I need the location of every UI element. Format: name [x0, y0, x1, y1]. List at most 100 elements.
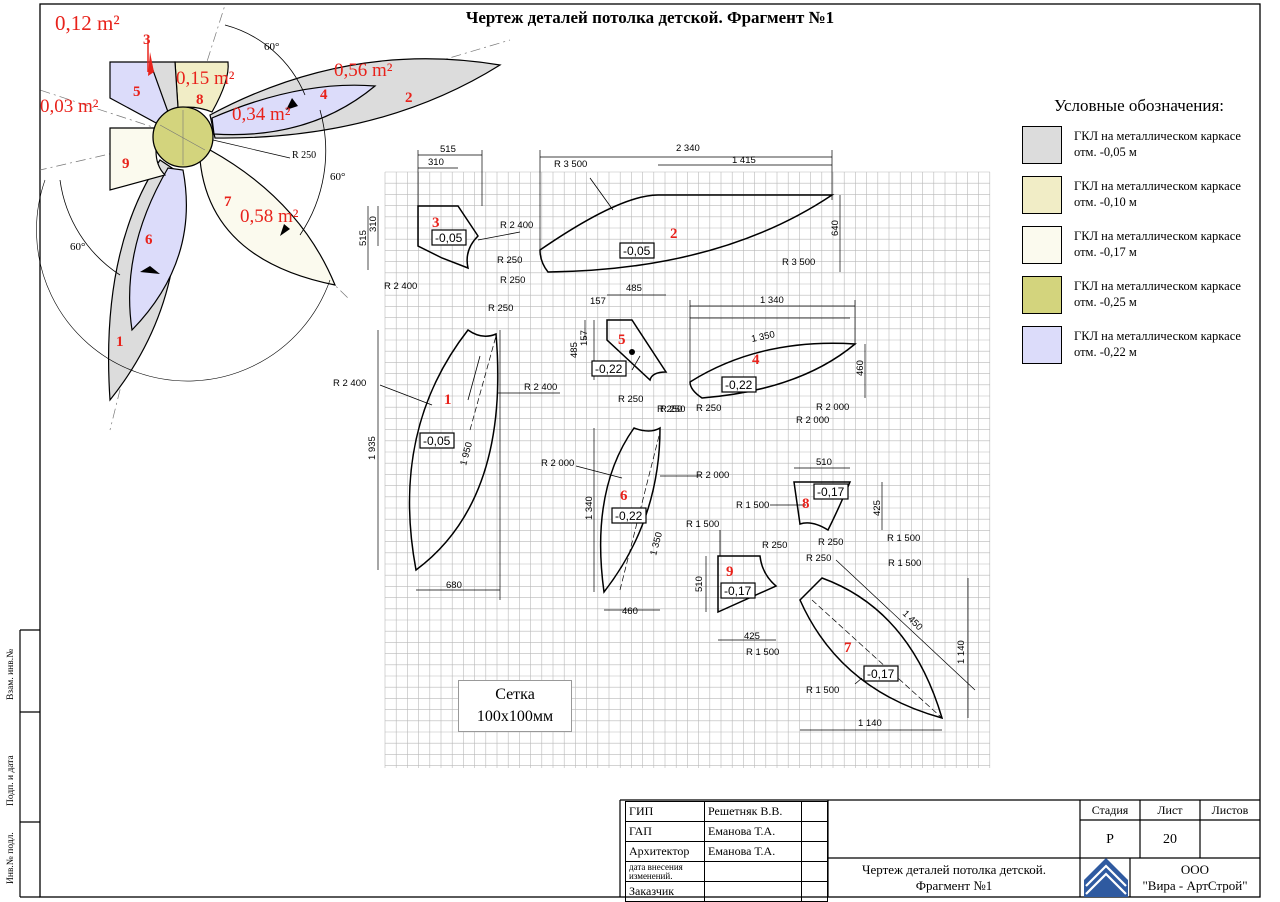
- stamp-drawing-title-line1: Чертеж деталей потолка детской.: [862, 862, 1046, 877]
- dim-text: 425: [872, 500, 883, 516]
- stamp-header-sheet: Лист: [1157, 803, 1183, 817]
- dim-text: R 3 500: [782, 257, 815, 268]
- part-7-outline: [799, 577, 944, 720]
- dim-text: 2 340: [676, 143, 700, 154]
- dim-text: 1 935: [367, 436, 378, 460]
- title-block: [19, 629, 1260, 898]
- dim-text: 425: [744, 631, 760, 642]
- dim-text: R 1 500: [686, 519, 719, 530]
- reference-dot: [629, 349, 635, 355]
- dim-text: 157: [590, 296, 606, 307]
- dim-text: 485: [626, 283, 642, 294]
- level-mark: -0,17: [867, 667, 895, 681]
- flower-area-label: 0,12 m²: [55, 11, 120, 35]
- angle-label: 60°: [330, 171, 345, 183]
- legend-text: ГКЛ на металлическом каркасе: [1074, 279, 1241, 293]
- dim-text: 510: [694, 576, 705, 592]
- level-mark: -0,05: [623, 244, 651, 258]
- stamp-header-sheets: Листов: [1211, 803, 1249, 817]
- level-mark: -0,22: [615, 509, 643, 523]
- dim-text: R 250: [500, 275, 525, 286]
- level-mark: -0,22: [725, 378, 753, 392]
- legend-item: ГКЛ на металлическом каркасе отм. -0,05 м: [1022, 126, 1272, 168]
- part-5-outline: [606, 319, 668, 382]
- grid-100x100: [384, 171, 991, 768]
- dim-text: 1 140: [956, 640, 967, 664]
- part-1-outline: [408, 328, 499, 572]
- dim-text: R 1 500: [746, 647, 779, 658]
- stamp-stage-value: Р: [1106, 832, 1114, 847]
- level-mark: -0,17: [817, 485, 845, 499]
- dim-text: R 2 000: [796, 415, 829, 426]
- level-mark: -0,05: [423, 434, 451, 448]
- part-number: 5: [618, 332, 626, 348]
- petal-7: [199, 149, 336, 286]
- legend-level: отм. -0,05 м: [1074, 145, 1137, 159]
- stamp-role: Архитектор: [625, 841, 705, 862]
- dim-text: R 250: [497, 255, 522, 266]
- dim-text: 515: [358, 230, 369, 246]
- legend-swatch: [1022, 326, 1062, 364]
- dim-text: R 250: [657, 404, 682, 415]
- dim-text: 1 350: [750, 329, 776, 345]
- legend-text: ГКЛ на металлическом каркасе: [1074, 229, 1241, 243]
- stamp-company: ООО "Вира - АртСтрой": [1130, 862, 1260, 894]
- level-boxes: [419, 229, 899, 682]
- legend-level: отм. -0,17 м: [1074, 245, 1137, 259]
- legend-level: отм. -0,10 м: [1074, 195, 1137, 209]
- legend-text: ГКЛ на металлическом каркасе: [1074, 329, 1241, 343]
- dim-text: R 250: [660, 404, 685, 415]
- dim-text: R 1 500: [736, 500, 769, 511]
- stamp-role: ГИП: [625, 801, 705, 822]
- part-3-outline: [417, 205, 479, 270]
- side-label: Подп. и дата: [6, 755, 16, 806]
- legend-text: ГКЛ на металлическом каркасе: [1074, 129, 1241, 143]
- stamp-name: Еманова Т.А.: [704, 841, 802, 862]
- level-mark: -0,22: [595, 362, 623, 376]
- dim-text: R 250: [818, 537, 843, 548]
- radius-label: R 250: [292, 150, 316, 161]
- dim-text: 515: [440, 144, 456, 155]
- dim-text: R 1 500: [887, 533, 920, 544]
- angle-label: 60°: [70, 241, 85, 253]
- level-mark: -0,05: [435, 231, 463, 245]
- petal-number: 3: [143, 32, 151, 48]
- stamp-name: [704, 861, 802, 882]
- dim-text: 1 415: [732, 155, 756, 166]
- petal-number: 6: [145, 232, 153, 248]
- stamp-name: Еманова Т.А.: [704, 821, 802, 842]
- flower-assembly: 0,12 m² 0,03 m² 0,15 m² 0,56 m² 0,34 m² …: [36, 4, 511, 431]
- part-number: 6: [620, 488, 628, 504]
- stamp-header-stage: Стадия: [1091, 803, 1129, 817]
- petal-6: [129, 167, 187, 332]
- dim-text: 1 140: [858, 718, 882, 729]
- dim-text: R 250: [618, 394, 643, 405]
- grid-note-title: Сетка: [495, 686, 535, 703]
- part-2-outline: [539, 194, 835, 273]
- dim-text: 310: [428, 157, 444, 168]
- legend-heading: Условные обозначения:: [1054, 96, 1225, 115]
- part-number: 8: [802, 496, 810, 512]
- stamp-company-line2: "Вира - АртСтрой": [1142, 878, 1248, 893]
- dim-text: R 2 400: [500, 220, 533, 231]
- grid-note-size: 100х100мм: [476, 708, 554, 725]
- part-number: 3: [432, 215, 440, 231]
- dim-text: R 2 000: [816, 402, 849, 413]
- flower-area-label: 0,15 m²: [176, 68, 235, 89]
- dim-text: 1 340: [760, 295, 784, 306]
- dim-text: 510: [816, 457, 832, 468]
- flower-area-label: 0,56 m²: [334, 60, 393, 81]
- stamp-sheet-value: 20: [1163, 832, 1177, 847]
- petal-number: 7: [224, 194, 232, 210]
- legend-swatch: [1022, 276, 1062, 314]
- dim-text: R 1 500: [888, 558, 921, 569]
- petal-number: 9: [122, 156, 130, 172]
- page-title: Чертеж деталей потолка детской. Фрагмент…: [465, 8, 835, 27]
- part-6-outline: [599, 426, 661, 594]
- dim-text: R 250: [762, 540, 787, 551]
- side-label: Взам. инв.№: [6, 648, 16, 700]
- petal-4: [211, 84, 377, 136]
- stamp-role: Заказчик: [625, 881, 705, 902]
